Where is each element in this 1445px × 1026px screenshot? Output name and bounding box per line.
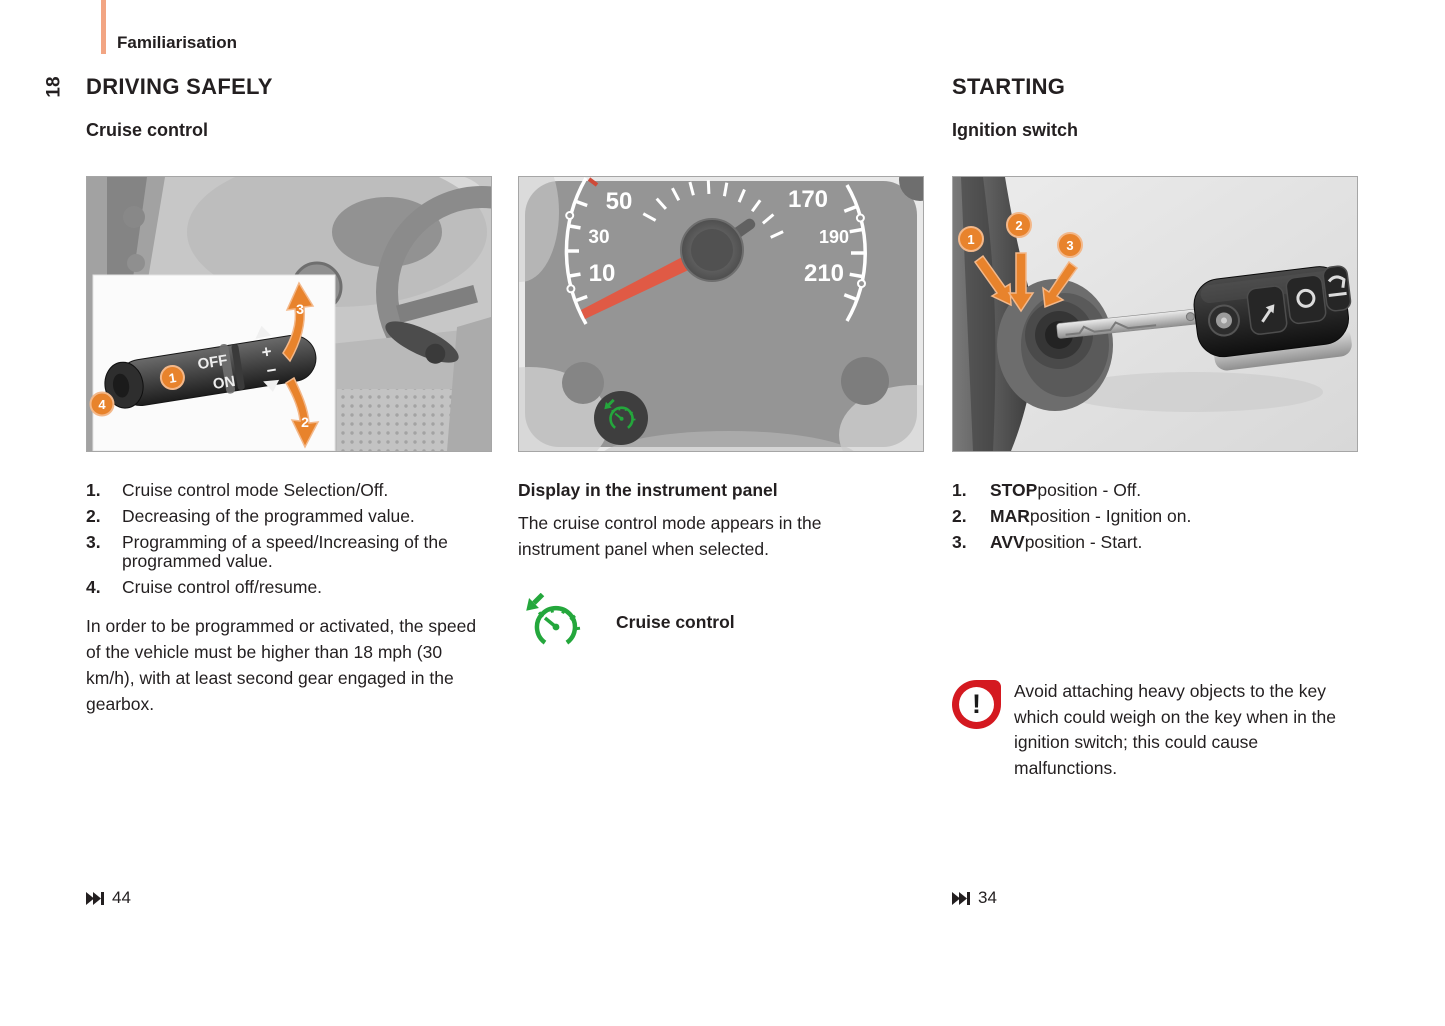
list-item: 1. Cruise control mode Selection/Off. [86,481,494,500]
ignition-badge-3 [1057,232,1083,258]
display-heading: Display in the instrument panel [518,480,778,500]
cruise-icon-label: Cruise control [616,611,735,632]
right-section-title: STARTING [952,74,1066,99]
speed-210: 210 [804,260,844,287]
fob-button-lock [1246,285,1288,335]
stalk-off-label: OFF [196,352,228,373]
chapter-label: Familiarisation [117,33,237,52]
ignition-text-column: 1. STOP position - Off. 2. MAR position … [952,481,1360,559]
warning-note: ! Avoid attaching heavy objects to the k… [952,678,1362,781]
item-number: 2. [952,506,967,526]
cruise-control-text-column: 1. Cruise control mode Selection/Off. 2.… [86,481,494,717]
speed-30: 30 [588,227,609,248]
cruise-control-speedometer-icon [524,593,588,651]
page-ref-number: 34 [978,888,997,907]
cruise-control-list: 1. Cruise control mode Selection/Off. 2.… [86,481,494,597]
warning-mark: ! [959,687,994,722]
ignition-badge-2 [1006,212,1032,238]
stalk-badge-4 [89,391,115,417]
position-key: STOP [990,480,1038,500]
item-text: Cruise control mode Selection/Off. [122,480,389,500]
position-key: AVV [990,532,1025,552]
item-number: 1. [952,480,967,500]
page-reference-left: 44 [86,888,131,908]
list-item: 2. MAR position - Ignition on. [952,507,1360,526]
stalk-arrow-up [282,281,315,363]
item-number: 3. [86,532,101,552]
warning-text: Avoid attaching heavy objects to the key… [1014,681,1337,778]
item-number: 3. [952,532,967,552]
figure-cruise-control-stalk: OFF ON 1 + − 4 3 2 [86,176,492,452]
item-text: Cruise control off/resume. [122,577,323,597]
speed-170: 170 [788,186,828,213]
display-paragraph: The cruise control mode appears in the i… [518,513,822,559]
ignition-arrow-2 [1007,252,1035,313]
item-text: position - Off. [1037,480,1142,500]
speed-50: 50 [606,188,633,215]
svg-text:2: 2 [1015,218,1022,233]
svg-text:3: 3 [1066,238,1073,253]
skip-next-icon [86,891,104,905]
stalk-arrow-down [284,376,320,449]
left-section-subtitle: Cruise control [86,120,209,140]
item-number: 2. [86,506,101,526]
svg-text:4: 4 [98,397,106,412]
list-item: 4. Cruise control off/resume. [86,578,494,597]
ignition-badge-1 [958,226,984,252]
fob-button-boot [1322,265,1352,312]
ignition-position-list: 1. STOP position - Off. 2. MAR position … [952,481,1360,552]
item-number: 1. [86,480,101,500]
ignition-arrow-3 [1042,260,1079,309]
cruise-control-paragraph: In order to be programmed or activated, … [86,616,477,714]
item-text: position - Start. [1024,532,1143,552]
svg-text:1: 1 [967,232,974,247]
key-blade [1056,308,1200,339]
warning-exclamation-icon: ! [952,680,1001,729]
page-number: 18 [43,76,65,98]
list-item: 2. Decreasing of the programmed value. [86,507,494,526]
list-item: 1. STOP position - Off. [952,481,1360,500]
item-text: position - Ignition on. [1029,506,1192,526]
key-fob [1193,265,1352,371]
page-ref-number: 44 [112,888,131,907]
item-number: 4. [86,577,101,597]
svg-text:2: 2 [301,414,309,430]
speed-190: 190 [819,227,849,247]
svg-text:1: 1 [168,370,177,386]
stalk-minus-label: − [265,360,278,380]
cruise-icon-row: Cruise control [524,593,926,651]
fob-button-unlock [1285,274,1327,325]
list-item: 3. AVV position - Start. [952,533,1360,552]
position-key: MAR [990,506,1030,526]
skip-next-icon [952,891,970,905]
figure-instrument-cluster: 50 30 10 170 190 210 [518,176,924,452]
list-item: 3. Programming of a speed/Increasing of … [86,533,494,571]
figure-ignition-switch: 1 2 3 [952,176,1358,452]
page-reference-right: 34 [952,888,997,908]
item-text: Decreasing of the programmed value. [122,506,415,526]
stalk-on-label: ON [212,373,237,393]
speed-10: 10 [589,260,616,287]
right-section-subtitle: Ignition switch [952,120,1078,140]
item-text: Programming of a speed/Increasing of the… [122,532,448,571]
stalk-plus-label: + [260,342,273,362]
left-section-title: DRIVING SAFELY [86,74,273,99]
svg-text:3: 3 [296,301,304,317]
display-text-column: Display in the instrument panel The crui… [518,481,926,651]
stalk-badge-1 [159,364,185,390]
header-accent-line [101,0,106,54]
